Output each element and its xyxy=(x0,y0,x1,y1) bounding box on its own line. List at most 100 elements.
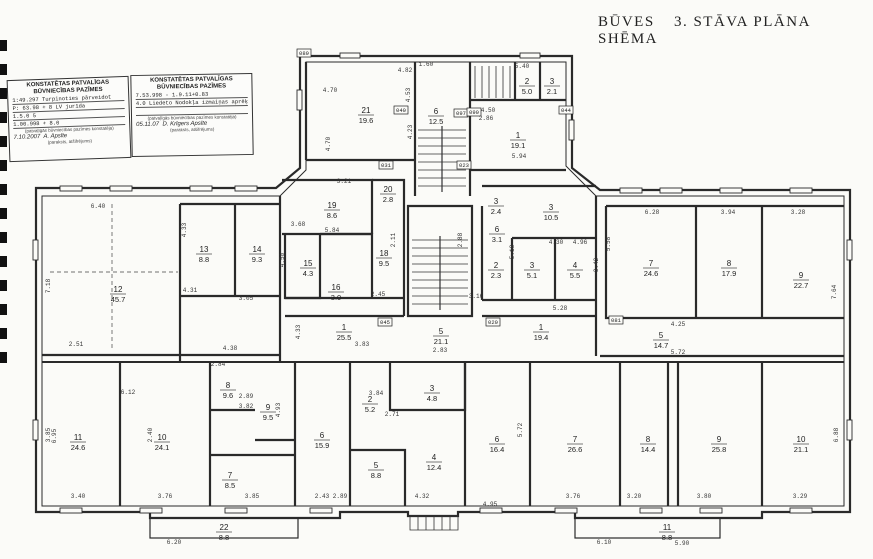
door-tag-box xyxy=(456,160,472,170)
room-area: 4.3 xyxy=(303,269,313,278)
room-label: 45.5 xyxy=(567,261,583,280)
dimension-label: 7.64 xyxy=(831,284,838,299)
door-tag: 044 xyxy=(558,105,574,115)
door-tag-box xyxy=(296,48,312,58)
room-number: 22 xyxy=(220,523,229,532)
staircases xyxy=(409,66,511,531)
room-label: 58.8 xyxy=(368,461,384,480)
room-label: 99.5 xyxy=(260,403,276,422)
door-tag: 020 xyxy=(485,317,501,327)
room-area: 21.1 xyxy=(794,445,809,454)
room-area: 12.4 xyxy=(427,463,442,472)
room-area: 9.5 xyxy=(263,413,273,422)
room-area: 8.8 xyxy=(199,255,209,264)
door-tag-box xyxy=(466,107,482,117)
room-area: 21.1 xyxy=(434,337,449,346)
room-label: 514.7 xyxy=(653,331,669,350)
room-label: 814.4 xyxy=(640,435,656,454)
sheet-label: 3. STĀVA PLĀNA SHĒMA xyxy=(598,14,811,47)
room-area: 9.3 xyxy=(252,255,262,264)
dimension-label: 4.38 xyxy=(223,345,238,352)
room-label: 22.3 xyxy=(488,261,504,280)
dimension-label: 6.10 xyxy=(597,539,612,546)
room-number: 1 xyxy=(539,323,544,332)
door-tag: 031 xyxy=(378,160,394,170)
room-number: 14 xyxy=(253,245,262,254)
room-number: 3 xyxy=(549,203,554,212)
dimension-label: 2.83 xyxy=(433,347,448,354)
dimension-label: 6.95 xyxy=(51,428,58,443)
room-label: 25.0 xyxy=(519,77,535,96)
room-label: 63.1 xyxy=(489,225,505,244)
room-label: 310.5 xyxy=(543,203,559,222)
room-area: 8.8 xyxy=(662,533,672,542)
dimension-label: 5.90 xyxy=(675,540,690,547)
door-tag: 081 xyxy=(608,315,624,325)
room-number: 15 xyxy=(304,259,313,268)
room-number: 7 xyxy=(228,471,233,480)
room-area: 3.0 xyxy=(331,293,341,302)
door-tag-box xyxy=(393,105,409,115)
dimension-label: 3.82 xyxy=(239,403,254,410)
dimension-label: 4.23 xyxy=(407,124,414,139)
dimension-label: 2.89 xyxy=(239,393,254,400)
room-number: 21 xyxy=(362,106,371,115)
room-label: 922.7 xyxy=(793,271,809,290)
room-area: 5.1 xyxy=(527,271,537,280)
door-tag: 023 xyxy=(456,160,472,170)
dimension-label: 3.40 xyxy=(71,493,86,500)
room-number: 13 xyxy=(200,245,209,254)
room-number: 5 xyxy=(659,331,664,340)
door-tag-box xyxy=(558,105,574,115)
room-label: 925.8 xyxy=(711,435,727,454)
door-tag-text: 090 xyxy=(469,109,479,116)
door-tag: 090 xyxy=(466,107,482,117)
room-label: 616.4 xyxy=(489,435,505,454)
room-label: 163.0 xyxy=(328,283,344,302)
room-label: 78.5 xyxy=(222,471,238,490)
dimension-label: 1.60 xyxy=(419,61,434,68)
dimension-label: 4.96 xyxy=(573,239,588,246)
door-tag-text: 031 xyxy=(381,162,392,169)
room-area: 14.7 xyxy=(654,341,669,350)
room-label: 412.4 xyxy=(426,453,442,472)
room-area: 2.8 xyxy=(383,195,393,204)
dimension-label: 4.82 xyxy=(398,67,413,74)
room-number: 20 xyxy=(384,185,393,194)
room-area: 9.5 xyxy=(379,259,389,268)
room-area: 17.9 xyxy=(722,269,737,278)
dimension-label: 4.95 xyxy=(483,501,498,508)
dimension-label: 3.68 xyxy=(291,221,306,228)
room-number: 2 xyxy=(494,261,499,270)
dimension-label: 6.40 xyxy=(91,203,106,210)
dimension-label: 2.88 xyxy=(457,232,464,247)
door-tag: 097 xyxy=(453,108,469,118)
room-area: 24.1 xyxy=(155,443,170,452)
room-label: 25.2 xyxy=(362,395,378,414)
dimension-label: 4.70 xyxy=(325,136,332,151)
dashed-guides xyxy=(50,204,178,350)
room-area: 5.2 xyxy=(365,405,375,414)
room-area: 14.4 xyxy=(641,445,656,454)
dimension-label: 3.84 xyxy=(369,390,384,397)
dimension-label: 2.71 xyxy=(385,411,400,418)
room-label: 154.3 xyxy=(300,259,316,278)
room-area: 8.8 xyxy=(371,471,381,480)
dimension-label: 7.18 xyxy=(45,278,52,293)
room-label: 125.5 xyxy=(336,323,352,342)
room-area: 3.1 xyxy=(492,235,502,244)
room-area: 2.1 xyxy=(547,87,557,96)
dimension-label: 4.33 xyxy=(181,222,188,237)
room-area: 5.0 xyxy=(522,87,532,96)
room-label: 118.8 xyxy=(659,523,675,542)
room-label: 724.6 xyxy=(643,259,659,278)
room-area: 25.5 xyxy=(337,333,352,342)
room-area: 19.6 xyxy=(359,116,374,125)
room-label: 32.4 xyxy=(488,197,504,216)
room-area: 19.4 xyxy=(534,333,549,342)
room-area: 45.7 xyxy=(111,295,126,304)
